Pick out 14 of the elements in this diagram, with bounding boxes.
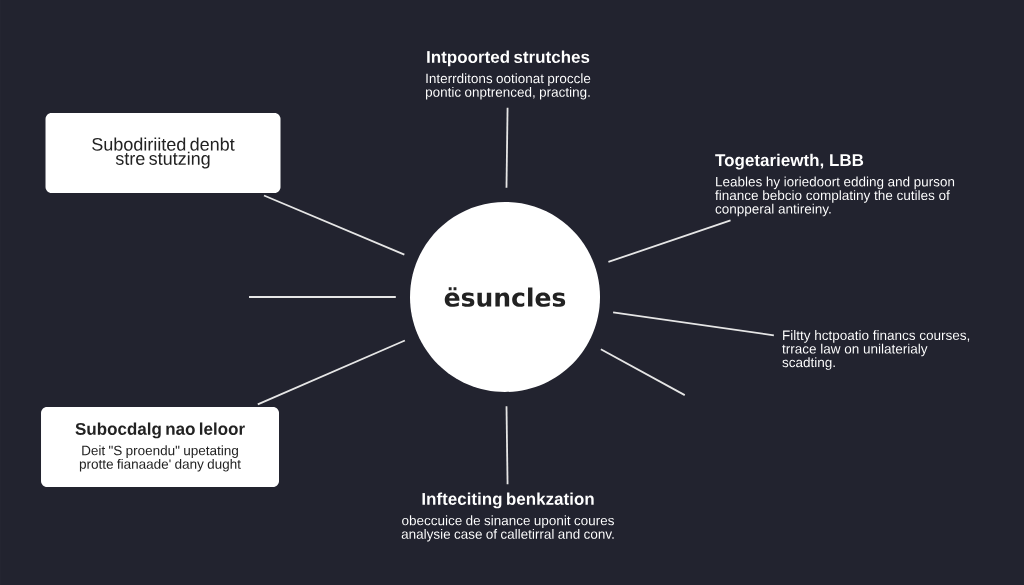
connector-line bbox=[263, 194, 406, 256]
topic-text: Intpoorted strutches Interrditons ootionat proccle pontic onptrenced, practing. bbox=[426, 50, 591, 100]
topic-text: Togetariewth, LBB Leables hy ioriedoort edding and purson finance bebcio complatiny the cutiles of conpperal antireiny. bbox=[715, 153, 955, 217]
connector-line bbox=[505, 106, 509, 189]
topic-box: Subodiriited denbt stre stutzing bbox=[45, 113, 281, 193]
connector-line bbox=[612, 311, 775, 337]
connector-line bbox=[599, 348, 686, 396]
topic-text: Filtty hctpoatio financs courses, trrace law on unilaterialy scadting. bbox=[782, 330, 970, 370]
connector-line bbox=[505, 405, 509, 486]
topic-text: Infteciting benkzation obeccuice de sinance uponit coures analysie case of calletirral and conv. bbox=[401, 492, 614, 542]
connector-line bbox=[607, 219, 732, 263]
connector-line bbox=[248, 296, 397, 298]
topic-box: Subocdalg nao leloor Deit "S proendu" upetating protte fianaade' dany dught bbox=[41, 407, 279, 487]
connector-line bbox=[256, 339, 406, 406]
